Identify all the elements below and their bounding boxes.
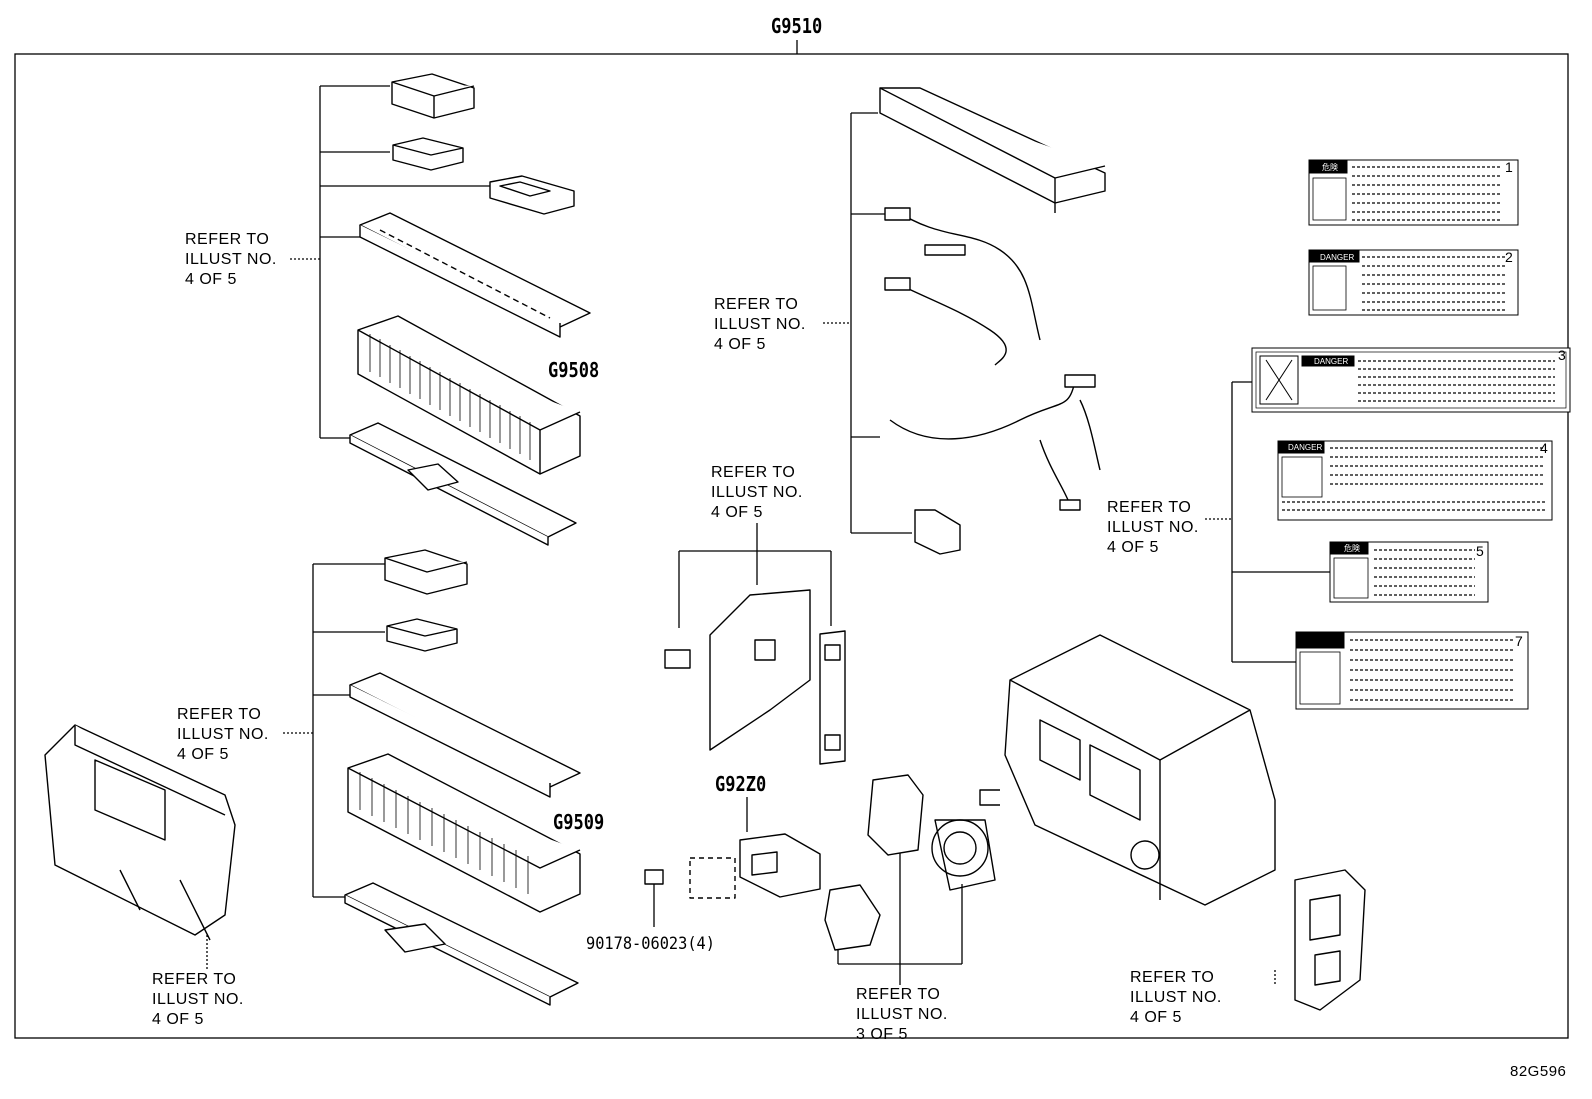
battery-tray-upper (359, 212, 591, 338)
battery-ecu-upper (391, 73, 475, 119)
sticker-number-3: 3 (1558, 347, 1566, 363)
fastener-nut (644, 869, 664, 885)
battery-tray-lower (349, 672, 581, 798)
battery-module-stack-lower (347, 753, 581, 913)
cooling-duct-upper (349, 422, 577, 546)
battery-sensor-upper (392, 137, 464, 171)
hybrid-battery-assembly (979, 634, 1276, 906)
refer-label-center: REFER TO ILLUST NO. 4 OF 5 (711, 464, 803, 521)
refer-label-bottom-right: REFER TO ILLUST NO. 4 OF 5 (1130, 969, 1222, 1026)
battery-frame-left (44, 724, 236, 941)
sticker-heading-4: DANGER (1288, 443, 1322, 452)
wire-harness-1 (884, 207, 1041, 366)
blower-duct (867, 774, 924, 856)
upper-left-bracket (290, 85, 490, 439)
sticker-number-4: 4 (1540, 440, 1548, 456)
refer-label-bottom-center: REFER TO ILLUST NO. 3 OF 5 (856, 986, 948, 1043)
warning-stickers (1251, 159, 1571, 710)
warning-sticker-5 (1329, 541, 1489, 603)
refer-label-lower-left: REFER TO ILLUST NO. 4 OF 5 (177, 706, 269, 763)
sticker-heading-2: DANGER (1320, 253, 1354, 262)
side-bracket-center (664, 589, 811, 751)
main-part-number[interactable]: G9510 (771, 14, 823, 38)
center-bracket (678, 523, 832, 628)
blower-motor-cover (824, 884, 881, 951)
refer-label-right-stickers: REFER TO ILLUST NO. 4 OF 5 (1107, 499, 1199, 556)
warning-sticker-4 (1277, 440, 1553, 521)
battery-ecu-lower (384, 549, 468, 595)
right-stickers-bracket (1205, 381, 1330, 663)
service-plug-housing (819, 630, 846, 765)
sticker-number-1: 1 (1505, 159, 1513, 175)
lower-left-bracket (283, 563, 385, 898)
refer-label-upper-center: REFER TO ILLUST NO. 4 OF 5 (714, 296, 806, 353)
blower-fan (931, 819, 996, 891)
sticker-heading-1: 危険 (1322, 162, 1338, 172)
part-number-upper-stack[interactable]: G9508 (548, 358, 600, 382)
diagram-frame (14, 53, 1569, 1039)
battery-bracket-plate-upper (489, 175, 575, 215)
warning-sticker-2 (1308, 249, 1519, 316)
warning-sticker-7 (1295, 631, 1529, 710)
connector-clip (914, 509, 961, 555)
part-number-lower-stack[interactable]: G9509 (553, 810, 605, 834)
part-number-fastener[interactable]: 90178-06023(4) (586, 934, 715, 954)
wire-harness-2 (889, 374, 1101, 511)
upper-center-bracket (823, 112, 912, 534)
battery-sensor-lower (386, 618, 458, 652)
warning-sticker-3 (1251, 347, 1571, 413)
cooling-duct-lower (344, 882, 579, 1006)
sticker-number-7: 7 (1515, 633, 1523, 649)
battery-cover-top (879, 87, 1106, 213)
sticker-number-5: 5 (1476, 543, 1484, 559)
relay-bracket-assembly (689, 833, 821, 899)
battery-module-stack-upper (357, 315, 581, 475)
refer-label-bottom-left: REFER TO ILLUST NO. 4 OF 5 (152, 971, 244, 1028)
sticker-heading-5: 危険 (1344, 543, 1360, 553)
sticker-number-2: 2 (1505, 249, 1513, 265)
sticker-heading-3: DANGER (1314, 357, 1348, 366)
rear-bracket-right (1294, 869, 1366, 1011)
part-number-bracket-group[interactable]: G92Z0 (715, 772, 767, 796)
warning-sticker-1 (1308, 159, 1519, 226)
refer-label-upper-left: REFER TO ILLUST NO. 4 OF 5 (185, 231, 277, 288)
illustration-code: 82G596 (1510, 1063, 1567, 1080)
